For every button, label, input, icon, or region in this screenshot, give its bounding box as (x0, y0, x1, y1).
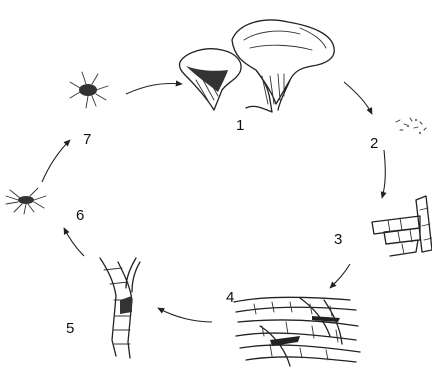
germinating-spore-icon (6, 188, 46, 214)
stage-label-2: 2 (370, 135, 378, 152)
mushroom-icon (179, 20, 334, 112)
arrow-6-to-7 (42, 140, 70, 182)
arrow-3-to-4 (330, 264, 350, 288)
stage-label-4: 4 (226, 289, 234, 306)
stage-label-1: 1 (236, 117, 244, 134)
stage-label-3: 3 (334, 231, 342, 248)
mycelium-icon (234, 297, 360, 366)
spores-icon (396, 118, 426, 134)
arrow-1-to-2 (344, 82, 372, 114)
cycle-arrows (42, 82, 385, 322)
arrow-2-to-3 (382, 150, 385, 198)
hyphae-icon (372, 196, 432, 256)
arrow-5-to-6 (64, 228, 84, 256)
young-mycelium-icon (70, 72, 108, 108)
stage-label-5: 5 (66, 320, 74, 337)
stage-label-7: 7 (83, 131, 91, 148)
stage-label-6: 6 (76, 207, 84, 224)
hyphal-fragment-icon (100, 258, 140, 358)
arrow-7-to-1 (126, 83, 182, 94)
arrow-4-to-5 (158, 308, 212, 322)
